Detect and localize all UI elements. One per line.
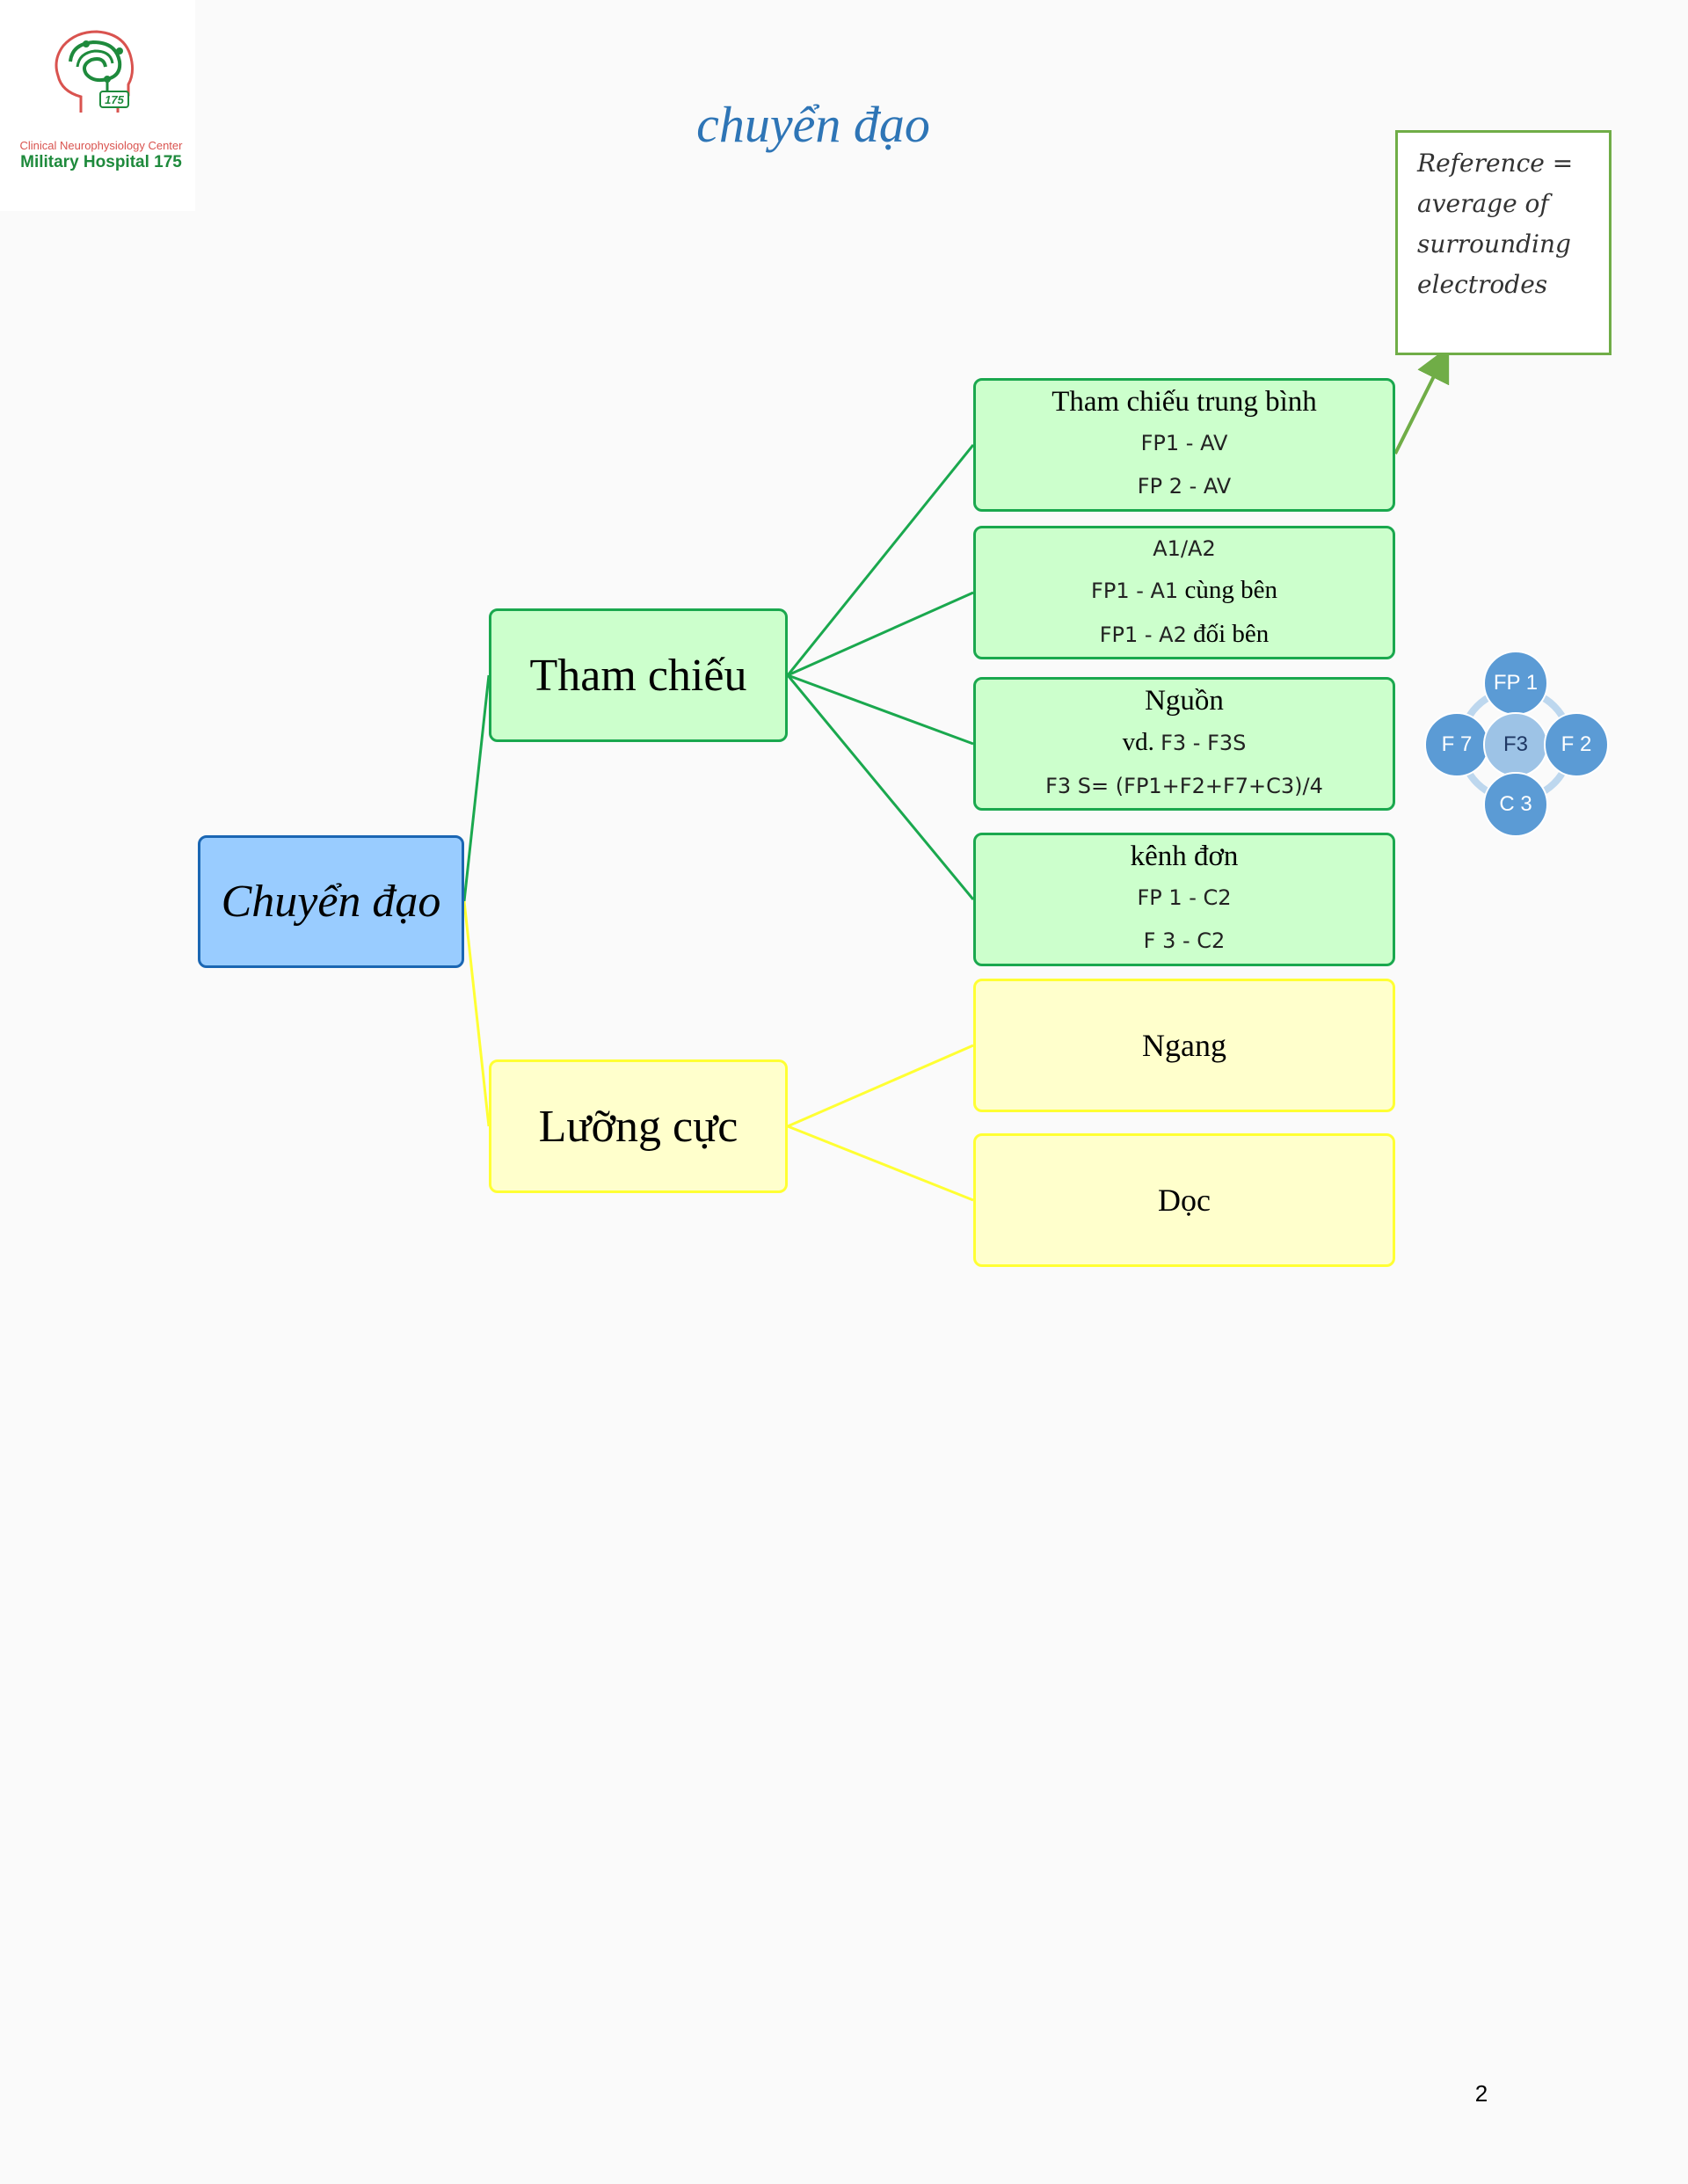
leaf-a1a2-reference: A1/A2 FP1 - A1 cùng bên FP1 - A2 đối bên (973, 526, 1395, 659)
leaf-source-title: Nguồn (1145, 684, 1224, 717)
connector-root-referential (462, 674, 491, 902)
leaf-source-line1: vd. F3 - F3S (1123, 721, 1247, 765)
leaf-horizontal: Ngang (973, 979, 1395, 1112)
electrode-f3: F3 (1483, 712, 1548, 777)
leaf-horizontal-label: Ngang (1142, 1028, 1226, 1063)
logo-badge-number: 175 (105, 93, 124, 106)
arrow-to-reference-note (1393, 346, 1450, 455)
leaf-single-line2: F 3 - C2 (1143, 928, 1226, 953)
branch-referential: Tham chiếu (489, 608, 788, 742)
leaf-single-channel: kênh đơn FP 1 - C2 F 3 - C2 (973, 833, 1395, 966)
reference-note-text: Reference = average of surrounding elect… (1417, 143, 1590, 305)
leaf-source-line2: F3 S= (FP1+F2+F7+C3)/4 (1045, 773, 1323, 798)
electrode-f7: F 7 (1424, 712, 1489, 777)
leaf-a1a2-line2-code: FP1 - A2 (1099, 622, 1187, 647)
leaf-average-title: Tham chiếu trung bình (1051, 386, 1317, 418)
connector-ref-a1a2 (787, 591, 974, 677)
leaf-average-line2: FP 2 - AV (1137, 474, 1232, 499)
branch-bipolar: Lưỡng cực (489, 1059, 788, 1193)
hospital-logo: 175 Clinical Neurophysiology Center Mili… (0, 0, 195, 211)
brain-head-logo-icon: 175 (55, 30, 135, 113)
page-title: chuyển đạo (696, 96, 930, 153)
reference-note-line3: surrounding (1417, 229, 1571, 258)
electrode-diagram: FP 1 F 7 F3 F 2 C 3 (1415, 651, 1618, 844)
leaf-vertical: Dọc (973, 1133, 1395, 1267)
electrode-fp1: FP 1 (1483, 651, 1548, 716)
leaf-source: Nguồn vd. F3 - F3S F3 S= (FP1+F2+F7+C3)/… (973, 677, 1395, 811)
leaf-a1a2-title: A1/A2 (1153, 536, 1216, 561)
leaf-source-line1-text: vd. (1122, 727, 1154, 756)
connector-bip-vertical (787, 1125, 974, 1202)
leaf-a1a2-line1-code: FP1 - A1 (1091, 579, 1179, 603)
reference-note-line4: electrodes (1417, 270, 1548, 299)
page-number: 2 (1474, 2080, 1488, 2107)
electrode-f2: F 2 (1544, 712, 1609, 777)
leaf-a1a2-line2: FP1 - A2 đối bên (1100, 613, 1270, 657)
reference-note-line1: Reference = (1417, 149, 1574, 178)
root-label: Chuyển đạo (221, 877, 441, 927)
leaf-vertical-label: Dọc (1158, 1183, 1211, 1218)
leaf-a1a2-line1-text: cùng bên (1184, 576, 1277, 604)
electrode-c3: C 3 (1483, 772, 1548, 837)
logo-center-text: Clinical Neurophysiology Center (19, 139, 183, 152)
leaf-a1a2-line1: FP1 - A1 cùng bên (1091, 569, 1277, 613)
connector-ref-average (786, 444, 975, 676)
leaf-average-line1: FP1 - AV (1140, 431, 1228, 455)
leaf-source-line1-code: F3 - F3S (1160, 730, 1247, 755)
root-node: Chuyển đạo (198, 835, 464, 968)
connector-ref-single (786, 674, 975, 900)
connector-root-bipolar (462, 900, 491, 1127)
leaf-average-reference: Tham chiếu trung bình FP1 - AV FP 2 - AV (973, 378, 1395, 512)
branch-referential-label: Tham chiếu (529, 650, 747, 701)
leaf-single-line1: FP 1 - C2 (1137, 885, 1232, 910)
connector-bip-horizontal (787, 1044, 974, 1128)
logo-hospital-text: Military Hospital 175 (20, 153, 182, 171)
reference-note: Reference = average of surrounding elect… (1395, 130, 1612, 355)
connector-ref-source (787, 673, 974, 746)
reference-note-line2: average of (1417, 189, 1549, 218)
branch-bipolar-label: Lưỡng cực (538, 1101, 738, 1152)
leaf-a1a2-line2-text: đối bên (1193, 620, 1270, 648)
leaf-single-title: kênh đơn (1130, 841, 1239, 872)
